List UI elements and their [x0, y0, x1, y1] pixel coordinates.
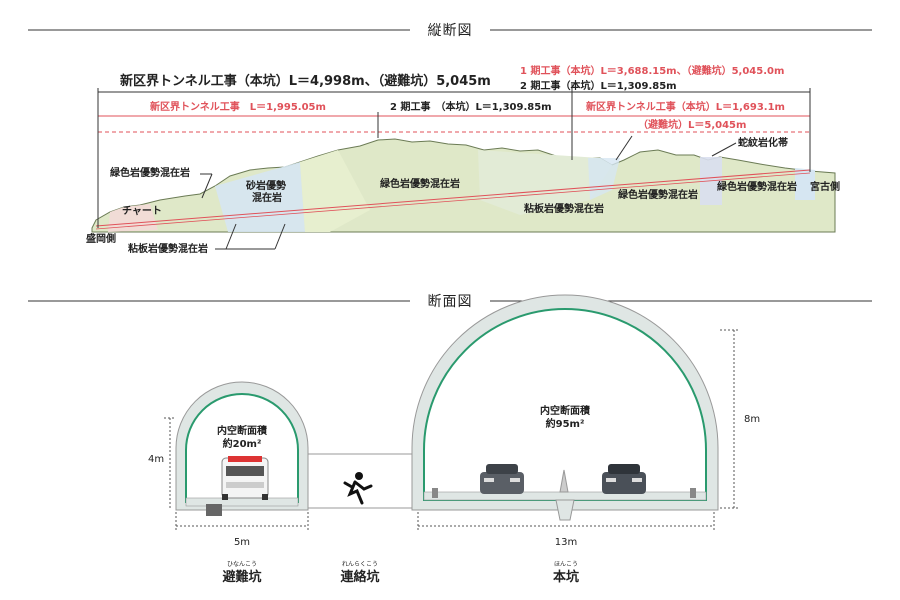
- main-area-value: 約95m²: [546, 417, 585, 430]
- main-name: 本坑: [553, 569, 579, 585]
- main-width: 13m: [555, 537, 577, 548]
- evac-segment-label: （避難坑）L＝5,045m: [638, 118, 746, 131]
- car-left-icon: [480, 464, 524, 494]
- geology-label-7: 緑色岩優勢混在岩: [618, 188, 698, 201]
- evac-name: 避難坑: [222, 569, 261, 585]
- leader-4c: [274, 223, 286, 250]
- evac-ruby: ひなんこう: [227, 561, 257, 568]
- leader-phase: [615, 135, 633, 161]
- geology-label-3a: 砂岩優勢: [245, 179, 286, 192]
- end-label-left: 盛岡側: [86, 232, 116, 245]
- main-tunnel: [411, 294, 719, 521]
- main-height: 8m: [744, 414, 760, 425]
- leader-9: [711, 142, 737, 157]
- main-ruby: ほんこう: [554, 561, 578, 568]
- geology-label-9: 蛇紋岩化帯: [738, 136, 788, 149]
- connector-name: 連絡坑: [340, 569, 379, 585]
- car-right-icon: [602, 464, 646, 494]
- left-segment-label: 新区界トンネル工事 L＝1,995.05m: [150, 100, 326, 113]
- tunnel-line-main: [95, 169, 811, 227]
- phase2-label: 2 期工事（本坑）L＝1,309.85m: [520, 79, 677, 92]
- main-area-label: 内空断面積: [540, 404, 591, 417]
- phase1-label: 1 期工事（本坑）L＝3,688.15m、（避難坑）5,045.0m: [520, 64, 784, 77]
- end-label-right: 宮古側: [810, 180, 840, 193]
- geology-label-2: チャート: [122, 205, 162, 217]
- geology-slate-right: [478, 150, 612, 215]
- geology-label-3b: 混在岩: [252, 191, 282, 204]
- geology-label-8: 緑色岩優勢混在岩: [717, 180, 797, 193]
- leader-1b: [201, 173, 213, 199]
- running-person-icon: [343, 472, 373, 505]
- right-segment-label: 新区界トンネル工事（本坑）L＝1,693.1m: [586, 100, 785, 113]
- connector-ruby: れんらくこう: [342, 561, 378, 568]
- longitudinal-title: 縦断図: [428, 23, 473, 39]
- geology-end-blue: [795, 168, 815, 200]
- geology-label-5: 緑色岩優勢混在岩: [380, 177, 460, 190]
- evac-area-value: 約20m²: [223, 437, 262, 450]
- evac-tunnel: [175, 381, 309, 516]
- cross-title: 断面図: [428, 294, 473, 310]
- tunnel-line-evac: [95, 172, 811, 230]
- overall-length-label: 新区界トンネル工事（本坑）L＝4,998m、（避難坑）5,045m: [120, 73, 491, 89]
- evac-height: 4m: [148, 454, 164, 465]
- mid-segment-label: 2 期工事 （本坑）L＝1,309.85m: [390, 100, 552, 113]
- connector-passage: [308, 453, 412, 509]
- leader-4b: [225, 223, 237, 250]
- evac-area-label: 内空断面積: [217, 424, 268, 437]
- evac-width: 5m: [234, 537, 250, 548]
- ambulance-icon: [221, 456, 269, 500]
- geology-label-1: 緑色岩優勢混在岩: [110, 166, 190, 179]
- geology-label-6: 粘板岩優勢混在岩: [524, 202, 604, 215]
- geology-label-4: 粘板岩優勢混在岩: [128, 242, 208, 255]
